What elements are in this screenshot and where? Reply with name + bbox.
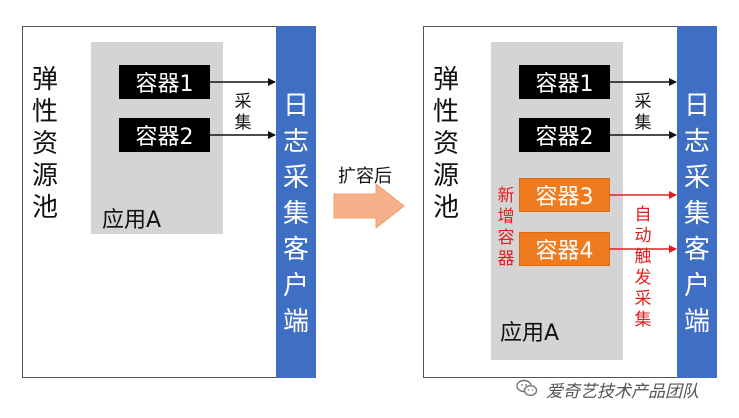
right-container-2: 容器2: [519, 118, 610, 152]
right-collect-label: 采 集: [634, 92, 652, 133]
watermark: 爱奇艺技术产品团队: [546, 382, 699, 402]
right-container-3: 容器3: [519, 178, 610, 212]
auto-trigger-label: 自 动 触 发 采 集: [634, 205, 652, 330]
right-app-label: 应用A: [500, 321, 560, 346]
transition-arrow: [333, 182, 405, 230]
left-app-label: 应用A: [102, 208, 162, 233]
left-log-client-bar: [276, 26, 316, 378]
right-container-1: 容器1: [519, 65, 610, 99]
left-collect-label: 采 集: [234, 92, 252, 133]
left-container-1: 容器1: [119, 65, 210, 99]
left-container-2: 容器2: [119, 118, 210, 152]
left-pool-label: 弹 性 资 源 池: [31, 65, 58, 223]
left-log-client-label: 日 志 采 集 客 户 端: [282, 91, 309, 337]
right-log-client-bar: [677, 26, 717, 378]
transition-label: 扩容后: [338, 166, 392, 187]
right-container-4: 容器4: [519, 232, 610, 266]
wechat-icon: [515, 376, 539, 400]
new-containers-label: 新 增 容 器: [497, 186, 515, 269]
right-log-client-label: 日 志 采 集 客 户 端: [683, 91, 710, 337]
right-pool-label: 弹 性 资 源 池: [432, 65, 459, 223]
